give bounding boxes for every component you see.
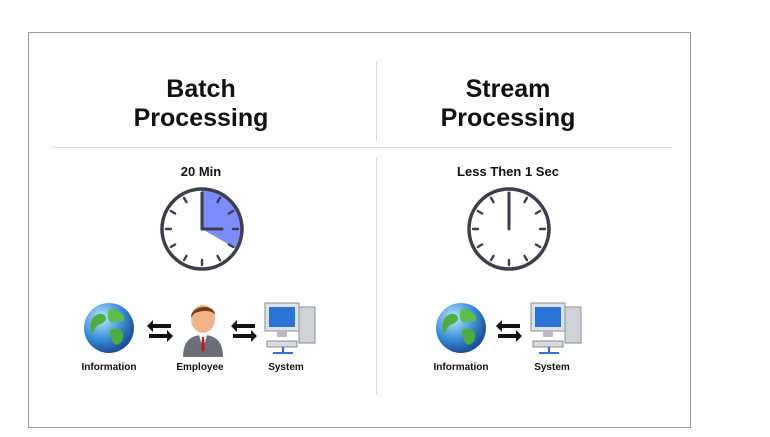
batch-node-system: System <box>268 362 304 373</box>
batch-title-line2: Processing <box>133 104 269 132</box>
stream-title-line2: Processing <box>440 104 576 132</box>
clock-tick <box>523 196 529 204</box>
clock-tick <box>169 209 177 215</box>
clock-tick <box>534 209 542 215</box>
clock-tick <box>476 209 484 215</box>
computer-icon <box>264 302 316 354</box>
batch-time-label: 20 Min <box>180 164 222 179</box>
clock-tick <box>489 254 495 262</box>
clock-tick <box>182 254 188 262</box>
batch-title-line1: Batch <box>166 75 236 103</box>
clock-tick <box>523 254 529 262</box>
exchange-arrows-icon <box>496 320 522 342</box>
stream-heading: Stream Processing <box>388 75 628 133</box>
stream-title-line1: Stream <box>465 75 551 103</box>
batch-node-information: Information <box>81 362 137 373</box>
exchange-arrows-icon <box>147 320 173 342</box>
person-icon <box>183 305 223 357</box>
stream-node-information: Information <box>433 362 489 373</box>
clock-tick <box>489 196 495 204</box>
globe-icon <box>436 303 486 353</box>
clock-tick <box>216 254 222 262</box>
body-divider-vertical <box>376 157 377 395</box>
batch-clock-icon <box>160 187 244 271</box>
batch-heading: Batch Processing <box>81 75 321 133</box>
clock-tick <box>476 243 484 249</box>
header-divider-horizontal <box>51 147 672 148</box>
comparison-card: Batch Processing Stream Processing 20 Mi… <box>28 32 691 428</box>
exchange-arrows-icon <box>231 320 257 342</box>
clock-tick <box>227 209 235 215</box>
clock-tick <box>534 243 542 249</box>
stream-node-system: System <box>534 362 570 373</box>
computer-icon <box>530 302 582 354</box>
stream-time-label: Less Then 1 Sec <box>457 164 559 179</box>
globe-icon <box>84 303 134 353</box>
batch-clock-elapsed-sector <box>202 189 242 249</box>
clock-tick <box>182 196 188 204</box>
clock-tick <box>216 196 222 204</box>
clock-tick <box>169 243 177 249</box>
batch-node-employee: Employee <box>176 362 224 373</box>
stream-clock-icon <box>467 187 551 271</box>
clock-tick <box>227 243 235 249</box>
header-divider-vertical <box>376 61 377 141</box>
